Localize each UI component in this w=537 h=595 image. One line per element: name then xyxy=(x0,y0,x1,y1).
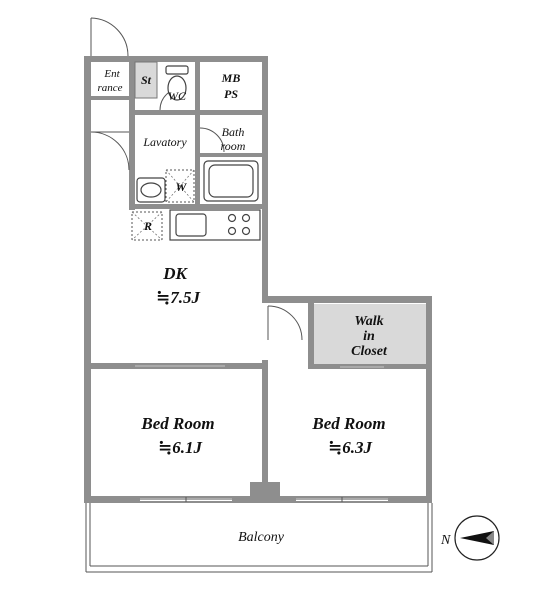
bedroom2-size-label: ≒6.3J xyxy=(328,438,372,457)
washer-space-icon xyxy=(165,169,195,203)
bedroom2-name-label: Bed Room xyxy=(311,414,385,433)
washbasin-icon xyxy=(136,177,166,203)
dk-name-label: DK xyxy=(162,264,188,283)
bath-label-line2: room xyxy=(221,139,246,153)
storage-label: St xyxy=(141,73,152,87)
entrance-label-line1: Ent xyxy=(103,68,120,80)
bedroom1-size-label: ≒6.1J xyxy=(158,438,202,457)
walkin-label-line3: Closet xyxy=(351,344,388,359)
interior-walls xyxy=(91,62,426,503)
dk-size-label: ≒7.5J xyxy=(156,288,200,307)
entrance-label-line2: rance xyxy=(97,82,122,94)
sliding-doors xyxy=(135,365,388,502)
balcony-label: Balcony xyxy=(238,530,285,545)
bath-label-line1: Bath xyxy=(222,125,245,139)
kitchen-counter xyxy=(169,209,261,241)
walkin-label-line1: Walk xyxy=(354,314,383,329)
compass-north-label: N xyxy=(440,533,451,548)
bathtub-icon xyxy=(203,160,259,202)
mb-label-line2: PS xyxy=(224,87,238,101)
balcony-outline xyxy=(85,503,433,573)
refrigerator-label: R xyxy=(143,219,152,233)
entrance-door xyxy=(90,17,129,57)
walkin-label-line2: in xyxy=(363,329,375,344)
toilet-icon xyxy=(165,65,189,101)
mb-label-line1: MB xyxy=(221,71,241,85)
storage-box xyxy=(134,61,158,99)
lavatory-label: Lavatory xyxy=(142,135,187,149)
washer-label: W xyxy=(176,180,188,194)
outer-walls xyxy=(84,56,432,503)
walk-in-closet-area xyxy=(314,304,426,366)
bedroom1-name-label: Bed Room xyxy=(140,414,214,433)
refrigerator-space-icon xyxy=(131,211,163,241)
wc-label: WC xyxy=(168,89,187,103)
compass-icon xyxy=(454,515,500,561)
